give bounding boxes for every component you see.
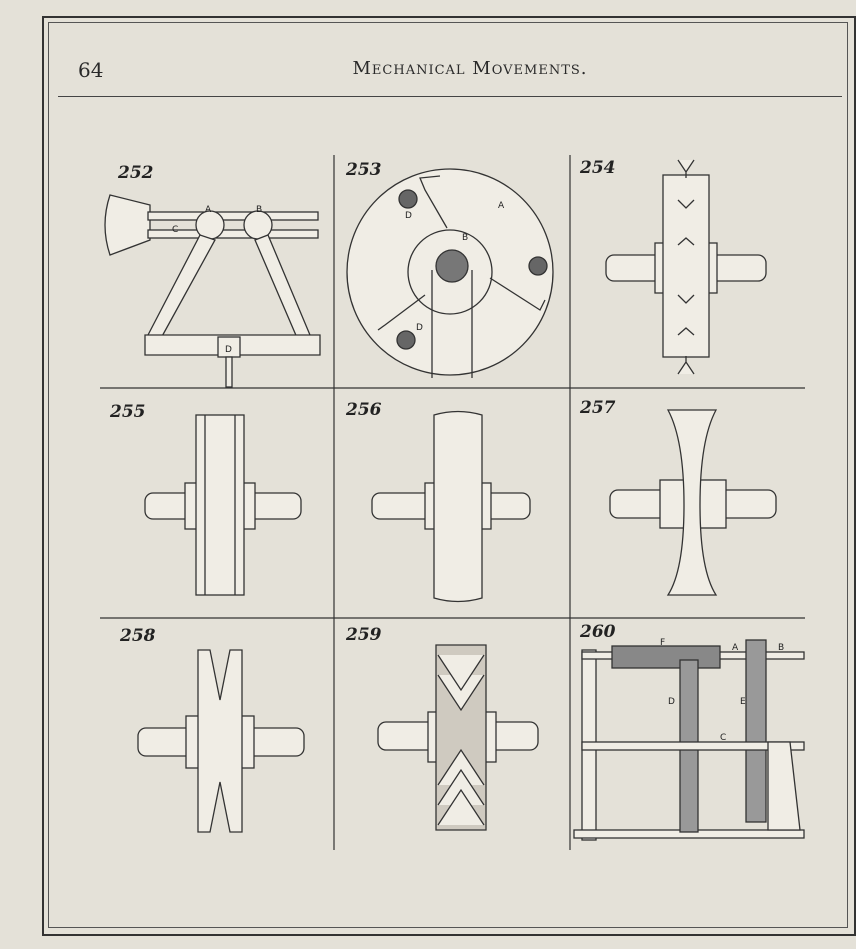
fig-257-drawing: [609, 409, 777, 596]
fig-260-shaft-c: [581, 741, 805, 751]
svg-text:B: B: [256, 205, 262, 215]
fig-258-rim: [197, 649, 243, 833]
fig-252-rod-top: [147, 211, 319, 221]
fig-258-drawing: [137, 649, 305, 833]
svg-text:E: E: [740, 697, 746, 707]
fig-254-drawing: [605, 159, 767, 375]
fig-253-pin-2: [528, 256, 548, 276]
fig-252-number: 252: [118, 163, 154, 183]
fig-255-rim: [195, 414, 245, 596]
fig-253-center: [435, 249, 469, 283]
fig-254-v-bottom: [677, 356, 695, 375]
svg-text:D: D: [225, 345, 232, 355]
fig-256-drawing: [371, 410, 531, 603]
fig-253-pawl-2: [489, 277, 546, 311]
svg-text:A: A: [732, 643, 739, 653]
fig-260-drawing: F A B D E C: [573, 638, 805, 841]
fig-257-rim: [666, 409, 718, 596]
fig-253-number: 253: [346, 160, 382, 180]
svg-text:C: C: [172, 225, 178, 235]
svg-text:D: D: [416, 323, 423, 333]
header-rule: [58, 96, 842, 97]
fig-260-pinion-f: [611, 645, 721, 669]
svg-text:B: B: [462, 233, 468, 243]
fig-254-grooves: [677, 199, 695, 336]
fig-260-gear-e: [745, 639, 767, 823]
fig-252-stem: [225, 356, 233, 388]
fig-254-v-top: [677, 159, 695, 178]
fig-253-pin-3: [396, 330, 416, 350]
fig-253-pin-1: [398, 189, 418, 209]
fig-252-drawing: A B C D: [104, 194, 321, 388]
svg-text:C: C: [720, 733, 726, 743]
svg-text:B: B: [778, 643, 784, 653]
inner-border: [48, 22, 848, 928]
fig-256-rim: [433, 410, 483, 603]
fig-257-number: 257: [580, 398, 616, 418]
svg-text:D: D: [668, 697, 675, 707]
fig-255-drawing: [144, 414, 302, 596]
fig-259-drawing: [377, 644, 539, 831]
fig-260-number: 260: [580, 622, 616, 642]
fig-252-lever-right: [254, 234, 311, 341]
fig-259-number: 259: [346, 625, 382, 645]
fig-255-number: 255: [110, 402, 146, 422]
page-number: 64: [78, 58, 104, 82]
svg-text:A: A: [205, 205, 212, 215]
fig-252-lever-left: [147, 234, 216, 341]
fig-252-rod-bottom: [147, 229, 319, 239]
fig-253-pawl-3: [377, 294, 426, 331]
fig-254-number: 254: [580, 158, 616, 178]
fig-253-pawl-1: [419, 175, 448, 229]
outer-border: [42, 16, 856, 936]
running-head: Mechanical Movements.: [352, 58, 588, 79]
svg-text:F: F: [660, 638, 665, 648]
fig-256-number: 256: [346, 400, 382, 420]
fig-259-grooves: [437, 654, 485, 826]
svg-text:D: D: [405, 211, 412, 221]
fig-258-number: 258: [120, 626, 156, 646]
fig-252-bracket: [104, 194, 151, 256]
fig-253-drawing: A B D D: [346, 168, 554, 378]
svg-text:A: A: [498, 201, 505, 211]
fig-260-bearing: [767, 741, 801, 831]
